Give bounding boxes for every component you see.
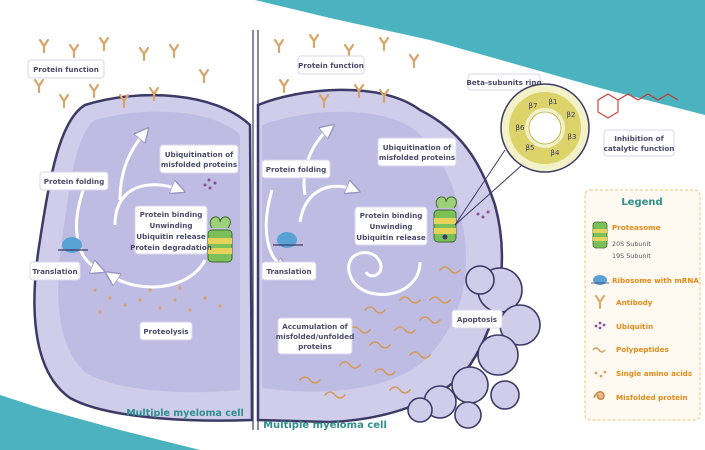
corner-decoration-bottom (0, 395, 200, 450)
left-ubiquitination-line1: Ubiquitination of (165, 150, 234, 159)
left-arrow-loop (110, 259, 207, 289)
legend-antibody: Antibody (616, 298, 653, 307)
left-protein-function-label: Protein function (33, 65, 99, 74)
inset-ring-box: Beta-subunits ring (466, 73, 542, 91)
right-misfolded-proteins (299, 266, 461, 399)
right-step-2: Unwinding (369, 222, 412, 231)
inhibition-box: Inhibition of catalytic function (603, 129, 675, 157)
left-ubiquitination-box: Ubiquitination of misfolded proteins (159, 144, 239, 174)
legend-proteasome: Proteasome (612, 223, 661, 232)
left-antibodies (33, 36, 210, 109)
inhibition-line2: catalytic function (604, 144, 675, 153)
beta-7: β7 (529, 102, 538, 110)
right-step-1: Protein binding (360, 211, 423, 220)
right-proteasome-steps-box: Protein binding Unwinding Ubiquitin rele… (354, 206, 428, 246)
right-accumulation-line1: Accumulation of (282, 322, 349, 331)
legend-misfolded-icon (593, 391, 605, 400)
right-translation-box: Translation (261, 261, 317, 281)
right-step-3: Ubiquitin release (356, 233, 426, 242)
beta-ring-icon (500, 83, 590, 173)
left-ribosome-icon (58, 237, 88, 253)
right-antibodies (273, 33, 420, 109)
beta-2: β2 (567, 111, 576, 119)
legend-ubiquitin: Ubiquitin (616, 322, 653, 331)
left-translation-label: Translation (32, 267, 77, 276)
legend-20s: 20S Subunit (612, 240, 651, 248)
inhibition-line1: Inhibition of (614, 134, 664, 143)
legend-ribosome: Ribosome with mRNA (612, 276, 699, 285)
left-translation-box: Translation (29, 261, 81, 281)
right-arrow-binding (298, 186, 355, 223)
legend-misfolded: Misfolded protein (616, 393, 688, 402)
legend-title: Legend (621, 197, 662, 208)
legend-polypeptides-icon (592, 347, 606, 353)
right-accumulation-box: Accumulation of misfolded/unfolded prote… (276, 317, 354, 355)
legend-19s: 19S Subunit (612, 252, 651, 260)
beta-6: β6 (516, 124, 525, 132)
beta-subunit-labels: β1 β2 β3 β4 β5 β6 β7 (516, 98, 577, 157)
right-protein-function-box: Protein function (297, 55, 365, 75)
legend-antibody-icon (595, 295, 605, 309)
right-ribosome-icon (273, 232, 303, 248)
right-arrow-spiral (347, 251, 422, 296)
inset-ring-label: Beta-subunits ring (466, 78, 541, 87)
beta-3: β3 (568, 133, 577, 141)
left-step-2: Unwinding (149, 221, 192, 230)
inset-connector-lower (454, 149, 506, 226)
left-protein-folding-box: Protein folding (39, 171, 109, 191)
beta-1: β1 (549, 98, 558, 106)
right-protein-folding-box: Protein folding (261, 159, 331, 179)
inhibitor-molecule-icon (597, 93, 679, 119)
right-ubiquitination-line2: misfolded proteins (379, 153, 455, 162)
right-cell-title: Multiple myeloma cell (263, 420, 387, 431)
left-cell (33, 93, 254, 422)
right-protein-folding-label: Protein folding (266, 165, 327, 174)
left-protein-folding-label: Protein folding (44, 177, 105, 186)
left-arrow-function (118, 132, 145, 201)
left-step-1: Protein binding (140, 210, 203, 219)
right-ubiquitination-box: Ubiquitination of misfolded proteins (377, 137, 457, 167)
left-cell-title: Multiple myeloma cell (126, 408, 244, 419)
left-proteolysis-label: Proteolysis (143, 327, 188, 336)
legend-ubiquitin-icon (594, 321, 606, 330)
right-ubiquitin (476, 210, 490, 219)
left-amino-acids (93, 286, 222, 314)
left-proteasome-steps-box: Protein binding Unwinding Ubiquitin rele… (130, 205, 212, 255)
left-proteasome-icon (207, 216, 233, 263)
left-proteolysis-box: Proteolysis (139, 321, 193, 341)
right-accumulation-line2: misfolded/unfolded (276, 332, 354, 341)
legend-amino-acids: Single amino acids (616, 369, 692, 378)
legend-ribosome-icon (591, 275, 609, 285)
corner-decoration-top (255, 0, 705, 115)
legend-proteasome-icon (592, 221, 608, 249)
left-ubiquitination-line2: misfolded proteins (161, 160, 237, 169)
right-apoptosis-label: Apoptosis (457, 315, 497, 324)
beta-5: β5 (526, 144, 535, 152)
right-accumulation-line3: proteins (298, 342, 332, 351)
left-protein-function-box: Protein function (27, 59, 105, 79)
right-ubiquitination-line1: Ubiquitination of (383, 143, 452, 152)
left-step-3: Ubiquitin release (136, 232, 206, 241)
right-protein-function-label: Protein function (298, 61, 364, 70)
right-translation-label: Translation (266, 267, 311, 276)
right-arrow-function (302, 128, 330, 196)
right-apoptosis-box: Apoptosis (451, 309, 503, 329)
left-step-4: Protein degradation (130, 243, 212, 252)
beta-4: β4 (551, 149, 560, 157)
apoptotic-blebs (407, 265, 541, 429)
left-arrow-binding (113, 185, 180, 226)
left-ubiquitin (203, 178, 217, 190)
right-proteasome-icon (433, 196, 457, 243)
legend-polypeptides: Polypeptides (616, 345, 669, 354)
legend-amino-acids-icon (594, 370, 607, 378)
legend-panel: Legend Proteasome 20S Subunit 19S Subuni… (584, 189, 701, 421)
